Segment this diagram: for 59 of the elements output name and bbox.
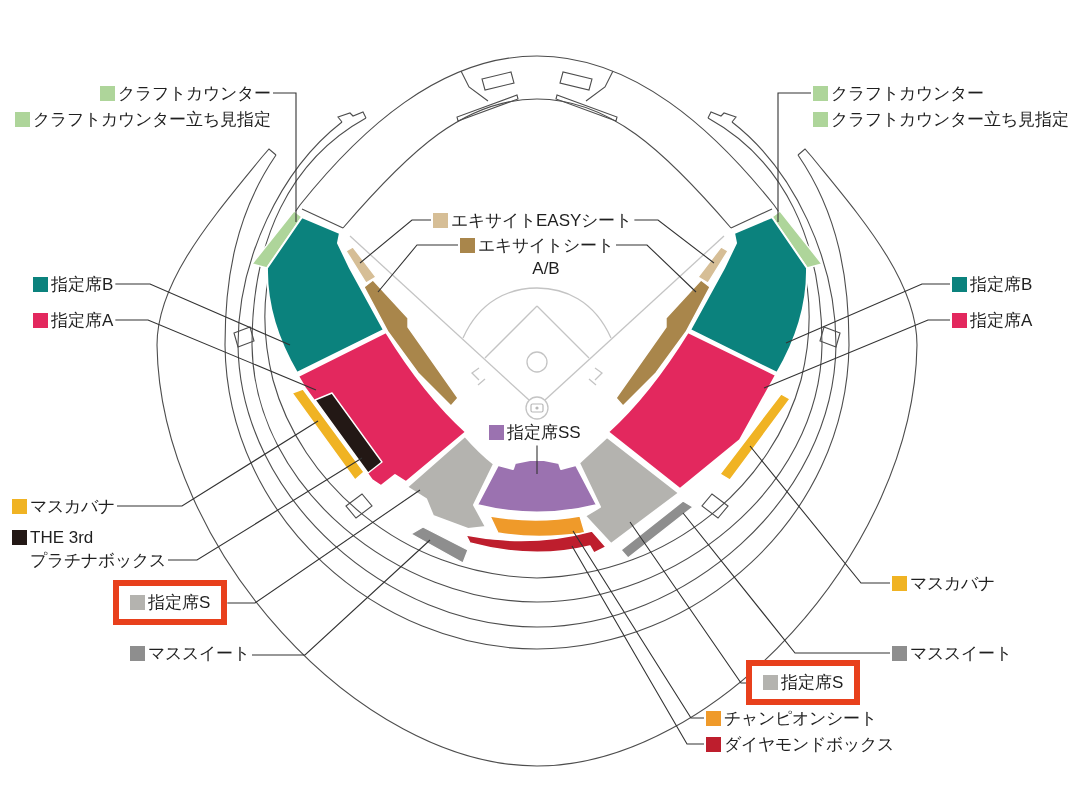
leader-line [251,539,431,656]
leader-line [749,445,891,584]
leader-line [359,219,432,264]
leader-line [763,319,951,389]
section-label: クラフトカウンター立ち見指定 [831,108,1069,131]
leader-line [114,283,291,346]
section-label: チャンピオンシート [724,708,877,730]
section-label: マススイート [910,642,1012,665]
highlight-frame [113,580,228,625]
leader-line [615,244,697,293]
leader-line [785,283,951,344]
seating-section [578,436,680,545]
seating-section [465,530,607,554]
section-label: マスカバナ [30,495,115,518]
leader-line [116,420,319,507]
seating-section [489,515,586,538]
section-label: 指定席B [51,273,114,296]
seating-section [266,216,385,374]
highlight-frame [746,660,861,705]
section-label: ダイヤモンドボックス [724,733,894,756]
leader-line [377,244,459,293]
section-label: クラフトカウンター [831,82,984,105]
seating-section [363,279,459,407]
section-label: 指定席A [51,309,114,332]
leader-line [633,219,715,264]
section-label: 指定席SS [507,421,581,444]
section-label: 指定席B [970,273,1033,296]
leader-line [571,545,705,745]
leader-line [536,444,538,475]
seating-section [410,526,469,564]
seating-section [620,500,694,559]
section-label: クラフトカウンター [118,82,271,105]
seating-section [406,435,495,530]
section-label: 指定席A [970,309,1033,332]
leader-line [167,457,363,561]
section-label: マスカバナ [910,572,995,595]
leader-line [226,489,421,604]
section-label: クラフトカウンター立ち見指定 [33,108,271,131]
seating-section [291,388,365,481]
seating-section [719,393,791,481]
leader-line [572,530,705,719]
seating-section [314,392,383,474]
seating-section [697,246,729,284]
seating-section [689,216,808,374]
leader-line [272,92,297,223]
seating-section [476,459,598,514]
section-label: マススイート [148,642,250,665]
leader-line [629,521,747,684]
section-label: エキサイトシート A/B [478,234,614,280]
section-label: 指定席S [781,672,844,694]
section-label: 指定席S [148,592,211,614]
leader-line [682,512,891,654]
seating-section [615,279,711,407]
section-label: エキサイトEASYシート [451,209,633,232]
seating-section [607,331,777,490]
section-label: THE 3rd プラチナボックス [30,526,166,572]
leader-line [777,92,812,223]
leader-line [114,319,317,391]
seating-section [345,246,377,284]
